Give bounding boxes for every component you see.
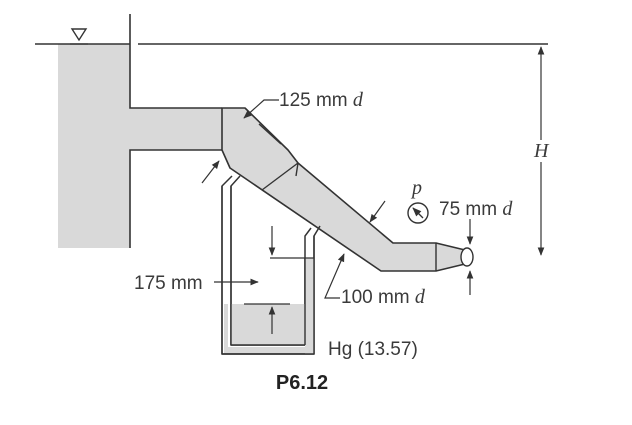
diameter-callouts: [201, 99, 474, 299]
nozzle-outlet: [460, 247, 474, 267]
inlet-diameter-label: 125 mm d: [279, 89, 364, 111]
pressure-label: p: [410, 177, 422, 199]
manometer-reading-dimension: [214, 226, 314, 334]
nozzle-diameter-label: 75 mm d: [439, 198, 513, 220]
figure-caption: P6.12: [276, 372, 328, 394]
pipe: [221, 107, 474, 272]
manometer-fluid-label: Hg (13.57): [328, 339, 418, 360]
manometer-reading-label: 175 mm: [134, 273, 203, 294]
pressure-gauge-icon: [407, 202, 429, 224]
water-surface: [35, 28, 548, 45]
outlet-diameter-label: 100 mm d: [341, 286, 426, 308]
reservoir: [58, 14, 222, 248]
free-surface-triangle-icon: [70, 28, 88, 42]
manometer: [221, 175, 321, 355]
head-label: H: [533, 140, 550, 162]
